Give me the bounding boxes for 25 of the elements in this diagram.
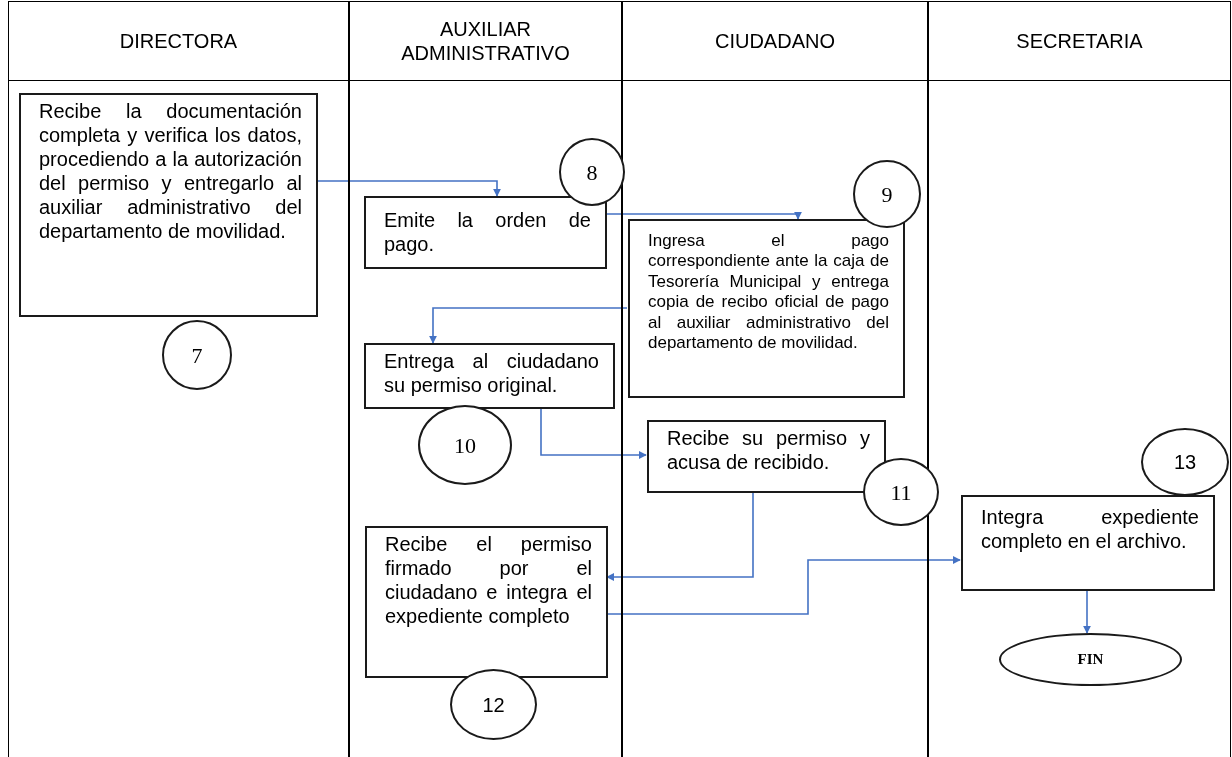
step-number-circle: 11 <box>863 458 939 526</box>
terminator-ellipse: FIN <box>999 633 1182 686</box>
step-number-circle: 10 <box>418 405 512 485</box>
step-number-circle: 9 <box>853 160 921 228</box>
lane-header: DIRECTORA <box>118 28 239 54</box>
step-number-circle: 7 <box>162 320 232 390</box>
process-box: Recibe el permiso firmado por el ciudadano e integra el expediente completo <box>365 526 608 678</box>
process-box: Recibe su permiso y acusa de recibido. <box>647 420 886 493</box>
lane-header: CIUDADANO <box>714 28 836 54</box>
flow-arrow <box>540 408 647 459</box>
process-box: Entrega al ciudadano su permiso original. <box>364 343 615 409</box>
process-box: Integra expediente completo en el archivo. <box>961 495 1215 591</box>
step-number-circle: 13 <box>1141 428 1229 496</box>
process-box: Recibe la documentación completa y verifica los datos, procediendo a la autorización del permiso y entregarlo al auxiliar administrativo del departamento de movilidad. <box>19 93 318 317</box>
lane-header: SECRETARIA <box>1015 28 1144 54</box>
swimlane <box>8 1 349 757</box>
process-box: Ingresa el pago correspondiente ante la caja de Tesorería Municipal y entrega copia de recibo oficial de pago al auxiliar administrativo del departamento de movilidad. <box>628 219 905 398</box>
flow-arrow <box>1083 590 1091 634</box>
swimlane <box>928 1 1231 757</box>
lane-header: AUXILIAR ADMINISTRATIVO <box>400 16 571 66</box>
swimlane <box>349 1 622 757</box>
flow-arrow <box>429 307 628 344</box>
step-number-circle: 12 <box>450 669 537 740</box>
step-number-circle: 8 <box>559 138 625 206</box>
process-box: Emite la orden de pago. <box>364 196 607 269</box>
